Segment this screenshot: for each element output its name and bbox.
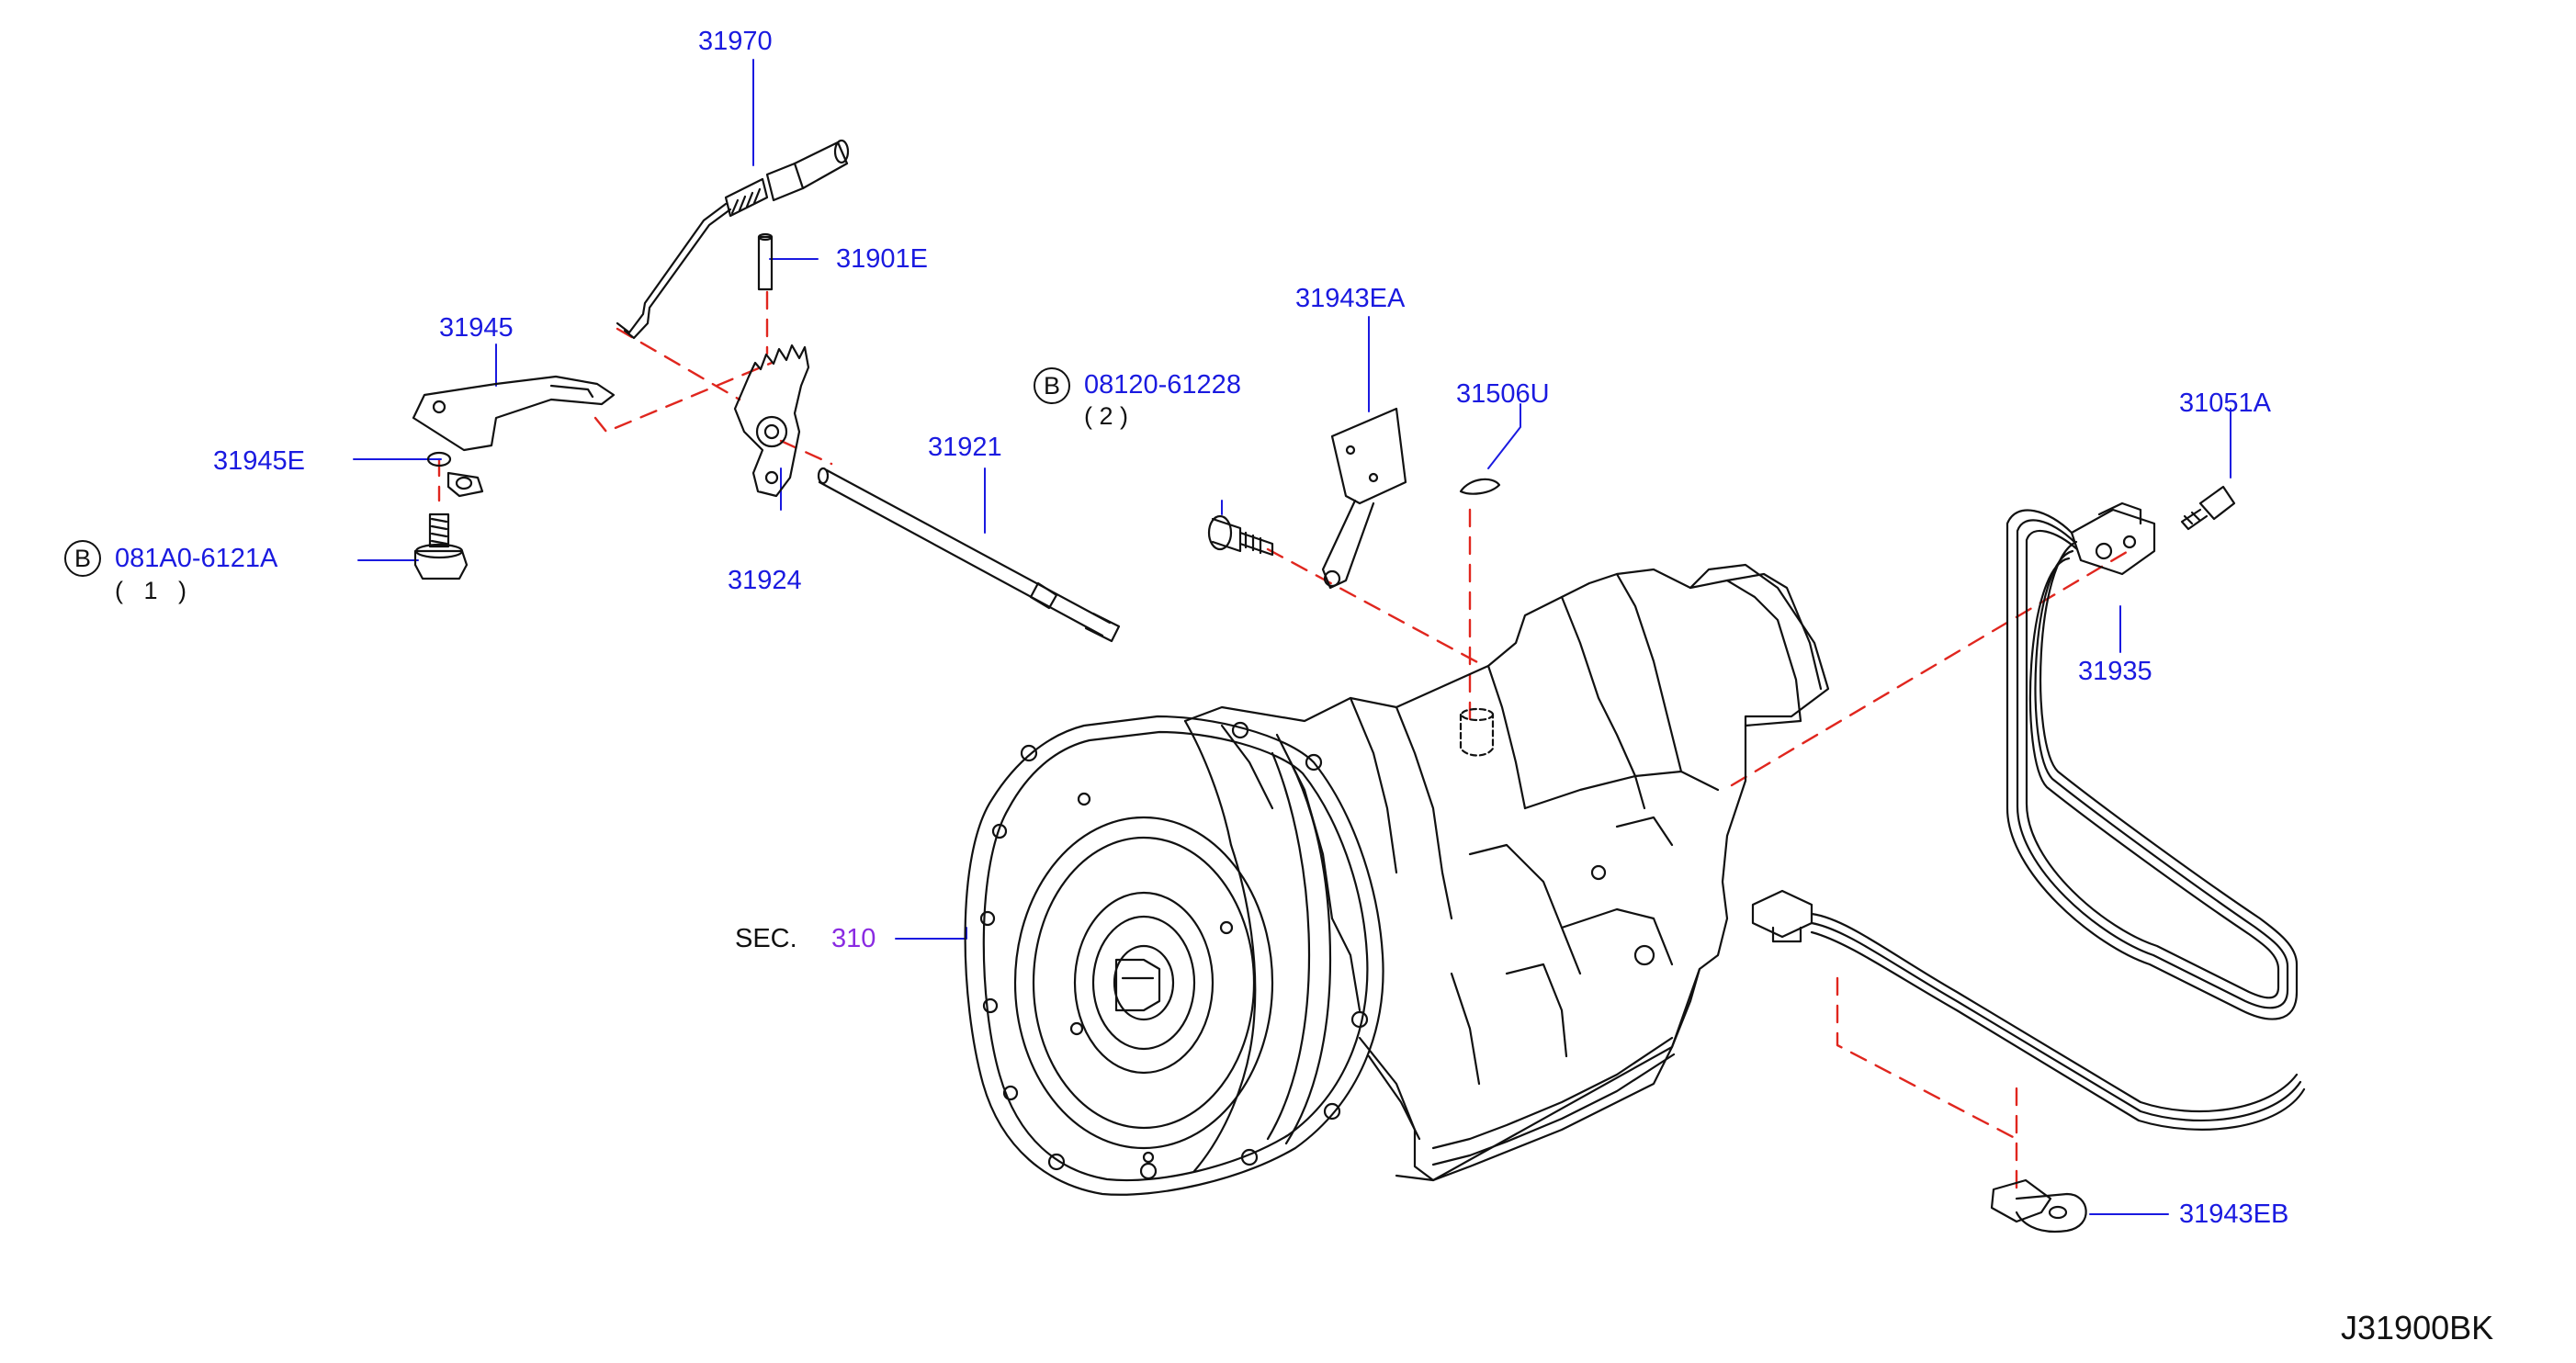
bolt-marker-081A0: B — [64, 540, 101, 577]
sensor-plug — [1459, 707, 1495, 757]
label-08120-61228[interactable]: 08120-61228 — [1084, 370, 1241, 400]
label-31935[interactable]: 31935 — [2078, 657, 2152, 686]
bolt-31051A — [2180, 485, 2236, 531]
label-31921[interactable]: 31921 — [928, 433, 1002, 462]
guide-lines — [437, 290, 2133, 1196]
flange-bolts — [979, 721, 1369, 1180]
label-31970[interactable]: 31970 — [698, 27, 773, 56]
label-081A0-6121A[interactable]: 081A0-6121A — [115, 544, 278, 573]
bracket-31945 — [412, 375, 616, 452]
qty-081A0: ( 1 ) — [115, 577, 187, 604]
bolt-08120 — [1207, 514, 1274, 557]
transmission-assembly — [964, 563, 1830, 1196]
label-31945[interactable]: 31945 — [439, 313, 514, 343]
label-31943EA[interactable]: 31943EA — [1295, 284, 1406, 313]
qty-08120: ( 2 ) — [1084, 402, 1129, 430]
cable-31970 — [616, 139, 850, 340]
switch-31935 — [2005, 501, 2299, 1020]
section-prefix: SEC. — [735, 924, 797, 953]
bolt-081A0 — [413, 513, 469, 580]
section-ref-310[interactable]: 310 — [831, 924, 876, 953]
bolt-marker-08120: B — [1034, 367, 1070, 404]
label-31051A[interactable]: 31051A — [2179, 389, 2271, 418]
bracket-31943EA — [1321, 407, 1407, 590]
label-31901E[interactable]: 31901E — [836, 244, 928, 274]
leader-lines — [353, 59, 2231, 1215]
connector-31943EB — [1751, 889, 2306, 1233]
diagram-code: J31900BK — [2341, 1309, 2494, 1346]
clip-31506U — [1459, 478, 1501, 495]
pin-31901E — [757, 232, 774, 291]
part-drawings — [412, 139, 2306, 1233]
collar-31945E — [426, 451, 484, 498]
label-31506U[interactable]: 31506U — [1456, 379, 1550, 409]
shaft-31921 — [817, 467, 1121, 643]
lever-31924 — [733, 344, 810, 498]
label-31924[interactable]: 31924 — [728, 566, 802, 595]
label-31943EB[interactable]: 31943EB — [2179, 1200, 2289, 1229]
label-31945E[interactable]: 31945E — [213, 446, 305, 476]
